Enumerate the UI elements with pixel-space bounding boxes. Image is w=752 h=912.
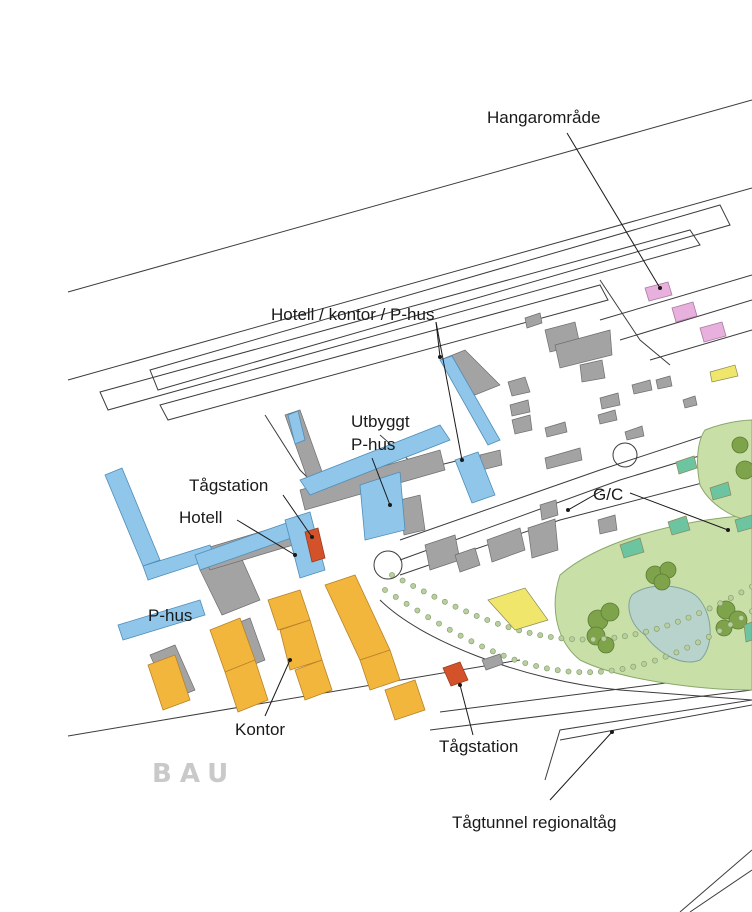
- tree-dot: [717, 600, 724, 607]
- tree-dot: [738, 589, 745, 596]
- tree-dot: [705, 633, 712, 640]
- tree-dot: [664, 622, 671, 629]
- tree-rows: [382, 572, 752, 676]
- tree-dot: [544, 665, 550, 672]
- tree-dot: [511, 656, 518, 663]
- tree-dot: [619, 666, 626, 672]
- tree-dot: [727, 621, 734, 628]
- watermark-logo: BAU: [152, 759, 236, 789]
- label-expanded-parking-line1: Utbyggt: [351, 412, 410, 431]
- tree-dot: [611, 634, 618, 641]
- tree-dot: [382, 587, 388, 593]
- train-stations: [304, 527, 469, 687]
- tree-dot: [684, 644, 691, 651]
- tree-dot: [526, 630, 533, 636]
- label-hotel: Hotell: [179, 508, 222, 527]
- park-area: [554, 419, 752, 691]
- tree-dot: [587, 669, 593, 676]
- tree-dot: [468, 638, 475, 645]
- tree-dot: [403, 600, 410, 607]
- tree-dot: [641, 661, 647, 667]
- tree-dot: [569, 636, 575, 642]
- tree-dot: [695, 639, 701, 646]
- tree-dot: [652, 657, 658, 664]
- tree-dot: [590, 636, 597, 643]
- tree-dot: [579, 636, 586, 643]
- other-buildings: [487, 364, 752, 643]
- tree-dot: [685, 614, 692, 621]
- tree-dot: [643, 628, 649, 635]
- tree-dot: [410, 583, 417, 589]
- tree-dot: [537, 632, 544, 639]
- label-train-station-north: Tågstation: [189, 476, 268, 495]
- tree-dot: [558, 635, 565, 642]
- label-pedestrian-cycle: G/C: [593, 485, 623, 504]
- tree-dot: [392, 594, 399, 600]
- parking-garages: [104, 355, 501, 641]
- grey-buildings: [149, 312, 698, 701]
- tree-dot: [446, 626, 453, 633]
- tree-dot: [414, 607, 421, 614]
- tree-dot: [436, 620, 442, 627]
- label-parking-garage: P-hus: [148, 606, 192, 625]
- tree-dot: [727, 595, 734, 601]
- tree-dot: [622, 633, 628, 640]
- tree-dot: [716, 628, 723, 634]
- label-expanded-parking-line2: P-hus: [351, 435, 395, 454]
- tree-dot: [675, 618, 681, 625]
- tree-dot: [533, 663, 539, 669]
- tree-dot: [457, 632, 464, 639]
- tree-dot: [431, 593, 438, 600]
- tree-dot: [749, 583, 752, 590]
- tree-dot: [630, 663, 637, 670]
- tree-dot: [463, 608, 469, 615]
- tree-dot: [441, 598, 448, 605]
- tree-dot: [500, 652, 507, 659]
- tree-dot: [598, 668, 604, 675]
- runway-outlines: [67, 99, 752, 912]
- hangars: [644, 281, 727, 343]
- leader-lines: [236, 132, 730, 801]
- tree-dot: [399, 577, 406, 584]
- tree-dot: [565, 668, 572, 675]
- tree-dot: [608, 667, 615, 674]
- tree-dot: [522, 660, 529, 666]
- tree-dot: [653, 625, 660, 632]
- tree-dot: [452, 603, 459, 610]
- tree-dot: [473, 613, 480, 619]
- label-train-tunnel: Tågtunnel regionaltåg: [452, 813, 616, 832]
- tree-dot: [749, 608, 752, 615]
- tree-dot: [420, 588, 427, 595]
- tree-dot: [389, 572, 395, 578]
- tree-dot: [600, 635, 607, 642]
- tree-dot: [576, 669, 583, 675]
- label-hotel-office-parking: Hotell / kontor / P-hus: [271, 305, 434, 324]
- tree-dot: [547, 634, 554, 640]
- tree-dot: [494, 620, 501, 627]
- tree-dot: [738, 615, 745, 621]
- tree-dot: [673, 649, 680, 656]
- tree-dot: [554, 667, 561, 674]
- label-hangar-area: Hangarområde: [487, 108, 600, 127]
- tree-dot: [425, 614, 432, 621]
- tree-dot: [696, 610, 702, 616]
- label-offices: Kontor: [235, 720, 285, 739]
- office-blocks: [147, 574, 426, 721]
- tree-dot: [479, 643, 485, 650]
- tree-dot: [662, 653, 669, 660]
- tree-dot: [484, 617, 491, 623]
- tree-dot: [632, 631, 639, 638]
- tree-dot: [489, 648, 496, 655]
- tree-dot: [706, 605, 713, 612]
- tree-dot: [505, 624, 512, 631]
- label-train-station-south: Tågstation: [439, 737, 518, 756]
